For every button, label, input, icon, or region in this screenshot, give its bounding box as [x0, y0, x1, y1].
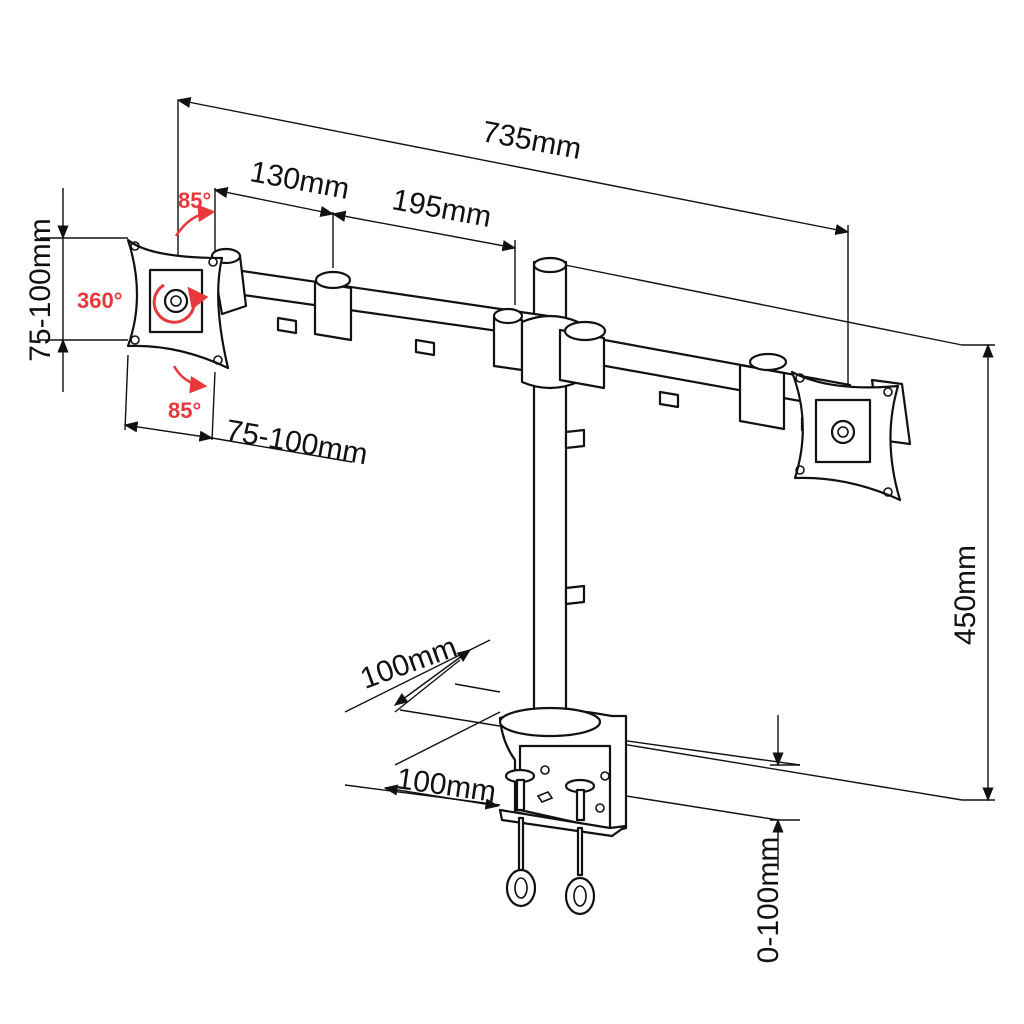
clamp-width-label: 100mm	[394, 762, 498, 809]
vesa-width-label: 75-100mm	[223, 414, 370, 471]
vesa-plate-left	[126, 238, 230, 370]
pole-height-label: 450mm	[949, 545, 982, 645]
tilt-up-arrow-icon	[174, 204, 216, 237]
vesa-height-label: 75-100mm	[24, 218, 57, 361]
tilt-down-label: 85°	[168, 398, 201, 423]
vesa-plate-right	[790, 370, 902, 502]
desk-thickness-label: 0-100mm	[752, 837, 785, 964]
desk-clamp	[498, 706, 628, 916]
rotate-arrow-icon	[152, 283, 209, 324]
arm-segment-2-label: 195mm	[390, 183, 494, 234]
tilt-up-label: 85°	[178, 188, 211, 213]
total-width-label: 735mm	[480, 115, 584, 166]
tilt-down-arrow-icon	[172, 365, 208, 394]
arm-segment-1-label: 130mm	[248, 155, 352, 206]
clamp-depth-label: 100mm	[356, 630, 461, 695]
rotate-label: 360°	[77, 288, 123, 313]
dimension-lines	[40, 96, 995, 870]
